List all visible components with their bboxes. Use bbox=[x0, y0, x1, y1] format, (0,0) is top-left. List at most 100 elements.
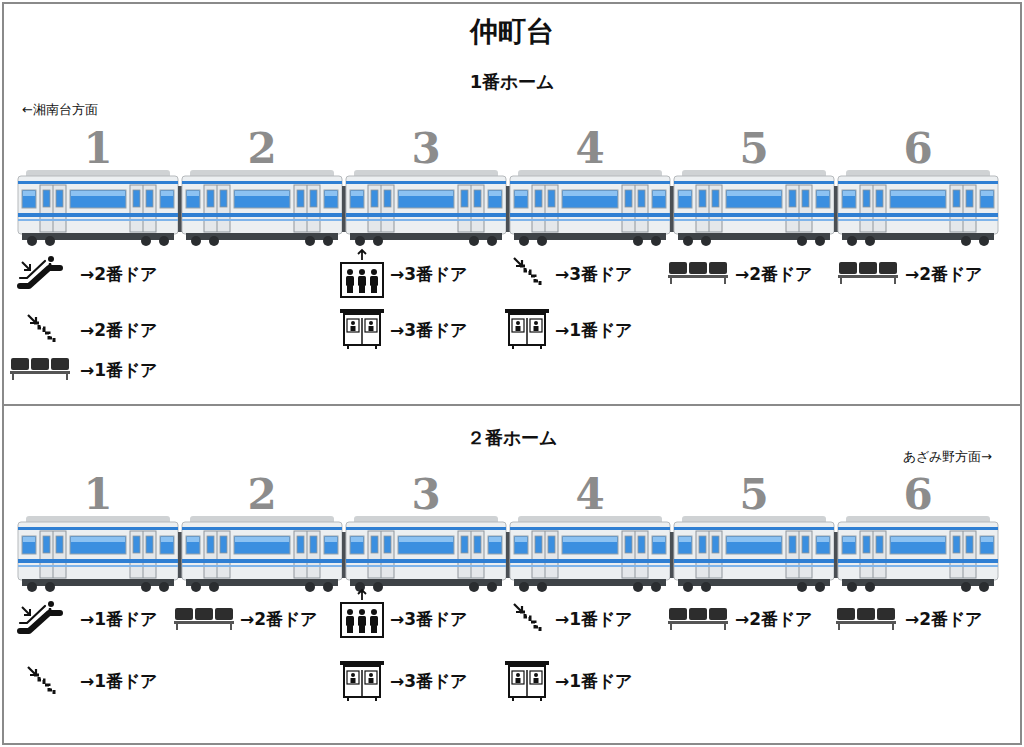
car-underframe bbox=[842, 233, 994, 240]
window-shine bbox=[727, 537, 781, 542]
window-shine bbox=[399, 191, 453, 196]
car-door bbox=[860, 185, 886, 232]
window-shine bbox=[399, 537, 453, 542]
window-shine bbox=[653, 191, 665, 196]
car-body bbox=[838, 176, 998, 234]
stairs-arrow bbox=[514, 604, 522, 612]
car-body bbox=[182, 176, 342, 234]
car-door bbox=[368, 531, 394, 578]
door-guide: →1番ドア bbox=[555, 319, 632, 342]
car-number: 1 bbox=[83, 124, 112, 173]
bench-leg bbox=[670, 624, 672, 630]
car-wheel bbox=[27, 236, 37, 246]
person-body bbox=[346, 616, 354, 626]
car-wheel bbox=[537, 582, 547, 592]
car-window bbox=[562, 190, 618, 208]
train-car bbox=[182, 516, 342, 592]
window-shine bbox=[489, 537, 501, 542]
toilet-booth bbox=[344, 314, 380, 345]
door-window bbox=[638, 536, 645, 553]
car-door bbox=[458, 185, 484, 232]
toilet-icon bbox=[505, 661, 549, 701]
car-wheel bbox=[191, 236, 201, 246]
door-window bbox=[297, 190, 304, 207]
car-low-stripe bbox=[182, 559, 342, 563]
door-window bbox=[207, 536, 214, 553]
escalator-hand bbox=[20, 606, 45, 623]
car-low-stripe bbox=[182, 213, 342, 217]
car-door bbox=[532, 185, 558, 232]
window-shine bbox=[23, 191, 35, 196]
toilet-sign bbox=[512, 671, 524, 684]
car-wheel bbox=[865, 582, 875, 592]
person-head bbox=[359, 269, 365, 275]
car-body bbox=[510, 176, 670, 234]
car-body bbox=[18, 522, 178, 580]
door-window bbox=[310, 190, 317, 207]
bench-seat bbox=[877, 608, 895, 620]
car-top-stripe bbox=[182, 181, 342, 184]
car-window bbox=[514, 536, 528, 554]
car-number: 6 bbox=[903, 124, 932, 173]
window-shine bbox=[235, 537, 289, 542]
window-shine bbox=[653, 537, 665, 542]
car-window bbox=[514, 190, 528, 208]
bench-seat bbox=[669, 608, 687, 620]
car-wheel bbox=[701, 236, 711, 246]
door-guide: →1番ドア bbox=[80, 608, 157, 631]
door-guide: →1番ドア bbox=[80, 359, 157, 382]
person-body bbox=[369, 678, 374, 683]
door-window bbox=[863, 536, 870, 553]
bench-leg bbox=[724, 278, 726, 284]
car-window bbox=[652, 536, 666, 554]
stairs-arrow bbox=[28, 315, 36, 323]
car-low-stripe bbox=[510, 213, 670, 217]
bench-seat bbox=[857, 608, 875, 620]
car-wheel bbox=[323, 582, 333, 592]
car-low-stripe2 bbox=[182, 219, 342, 221]
car-body bbox=[346, 522, 506, 580]
toilet-leg bbox=[540, 697, 542, 701]
bench-leg bbox=[892, 624, 894, 630]
bench-leg bbox=[176, 624, 178, 630]
car-low-stripe2 bbox=[674, 565, 834, 567]
person-body bbox=[346, 276, 354, 286]
bench-leg bbox=[838, 624, 840, 630]
elevator-box bbox=[341, 603, 383, 637]
car-low-stripe2 bbox=[182, 565, 342, 567]
person-head bbox=[534, 321, 538, 325]
window-shine bbox=[235, 191, 289, 196]
door-window bbox=[876, 190, 883, 207]
car-door bbox=[786, 531, 812, 578]
door-window bbox=[712, 536, 719, 553]
car-wheel bbox=[961, 236, 971, 246]
car-low-stripe bbox=[674, 559, 834, 563]
car-door bbox=[860, 531, 886, 578]
door-guide: →3番ドア bbox=[390, 670, 467, 693]
car-wheel bbox=[651, 582, 661, 592]
car-top-stripe bbox=[838, 527, 998, 530]
bench-seat bbox=[839, 262, 857, 274]
stairs-steps bbox=[520, 266, 540, 285]
toilet-leg bbox=[375, 697, 377, 701]
door-seam bbox=[709, 185, 710, 232]
stairs-steps bbox=[34, 323, 54, 342]
bench-seat bbox=[175, 608, 193, 620]
door-window bbox=[133, 190, 140, 207]
car-wheel bbox=[519, 236, 529, 246]
door-seam bbox=[545, 185, 546, 232]
bench-icon bbox=[668, 608, 728, 630]
train-car bbox=[346, 516, 506, 592]
door-window bbox=[384, 190, 391, 207]
car-window bbox=[398, 190, 454, 208]
window-shine bbox=[23, 537, 35, 542]
bench-seat bbox=[669, 262, 687, 274]
door-seam bbox=[381, 185, 382, 232]
window-shine bbox=[515, 537, 527, 542]
car-underframe bbox=[514, 579, 666, 586]
car-wheel bbox=[209, 582, 219, 592]
person-legs bbox=[371, 626, 377, 633]
toilet-icon bbox=[340, 661, 384, 701]
car-wheel bbox=[45, 582, 55, 592]
car-wheel bbox=[191, 582, 201, 592]
